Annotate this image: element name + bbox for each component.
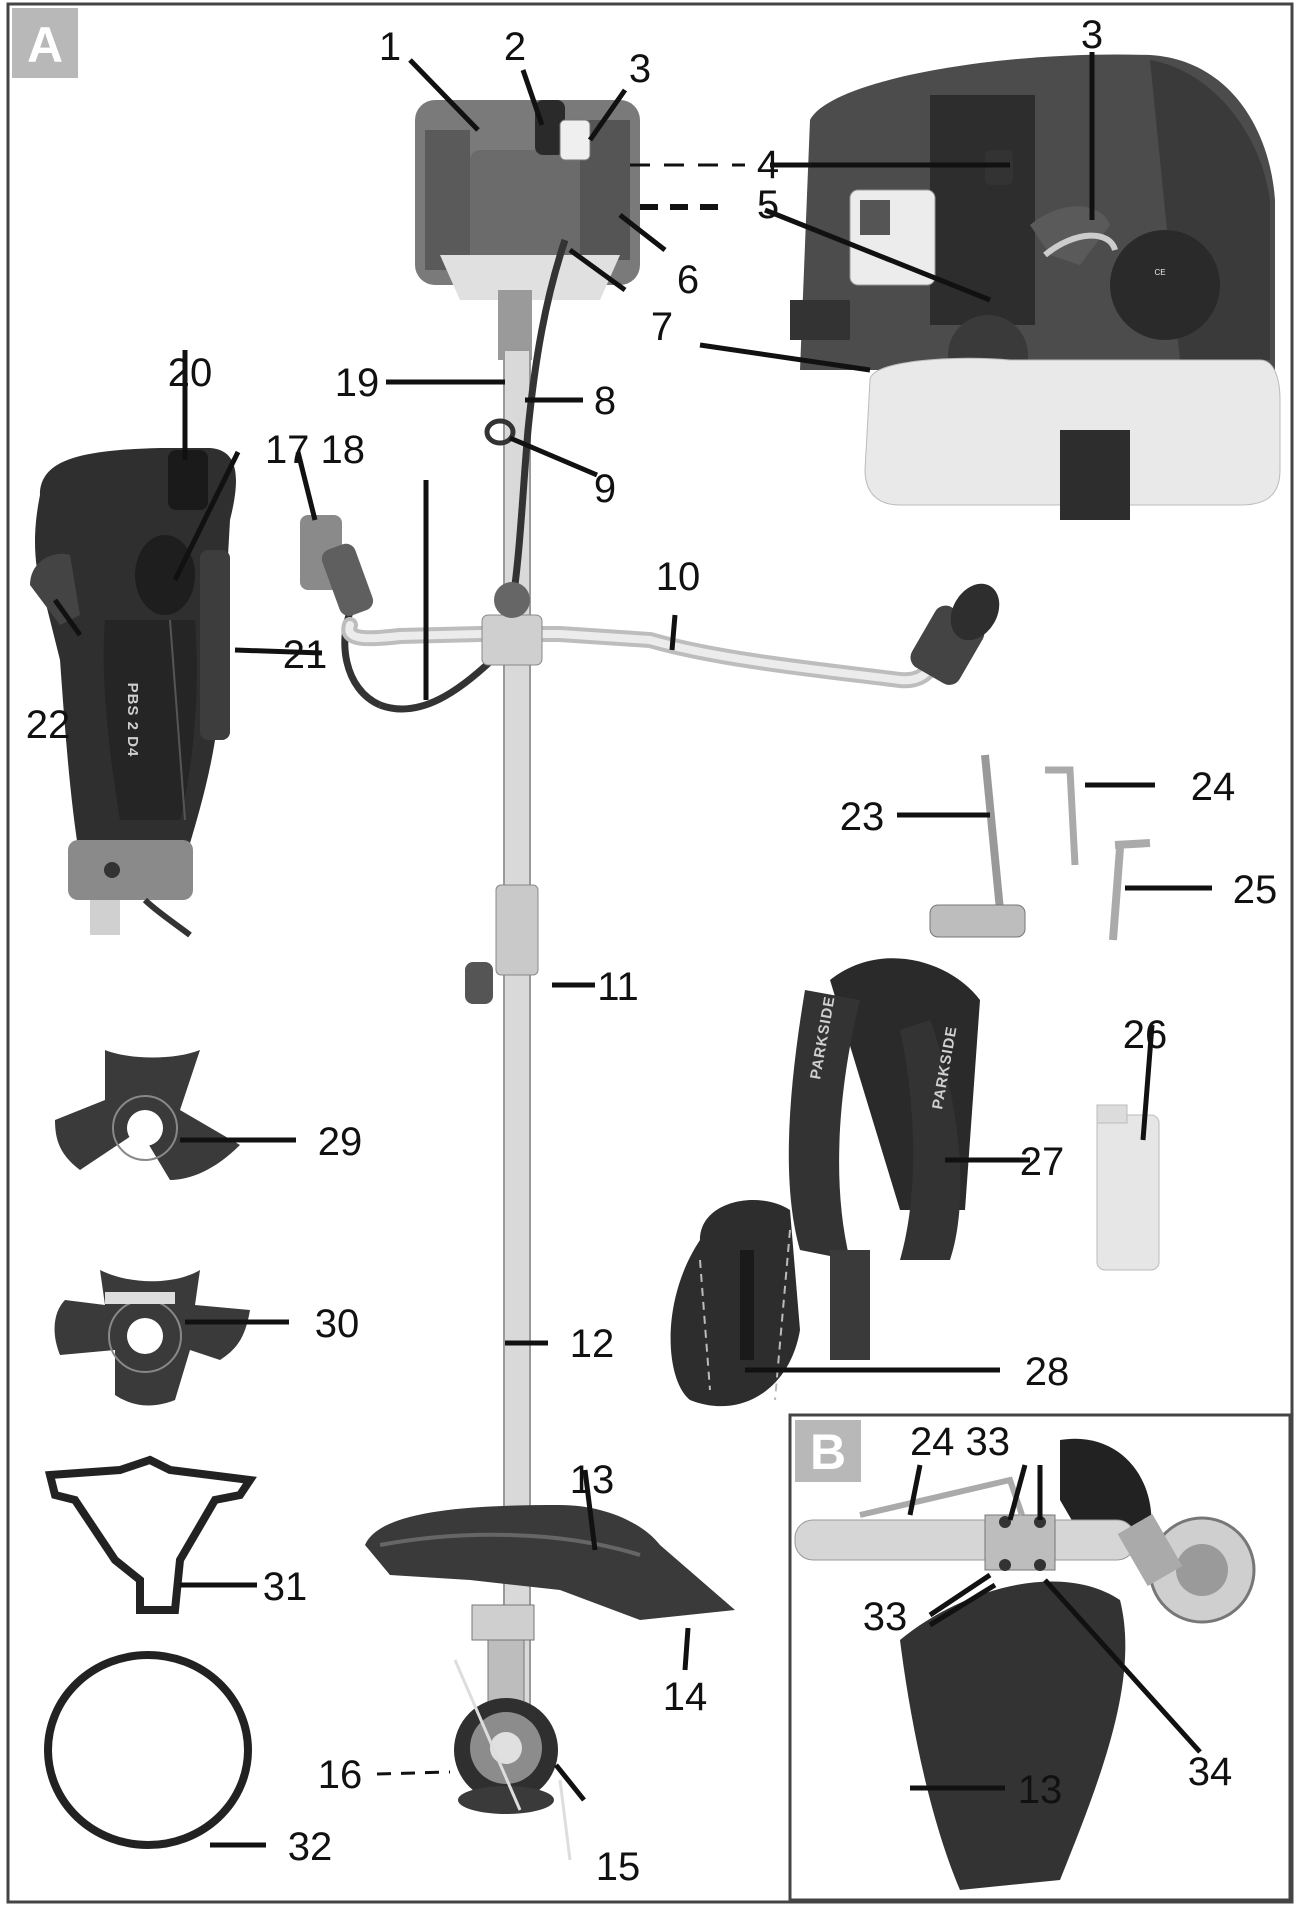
callout-b-34: 34: [1188, 1750, 1233, 1794]
callout-8: 8: [594, 379, 616, 423]
callout-b-13: 13: [1018, 1768, 1063, 1812]
callout-14: 14: [663, 1675, 708, 1719]
handle-cable: [380, 660, 492, 709]
panel-a-label: A: [27, 17, 63, 73]
shoulder-harness: PARKSIDE PARKSIDE: [671, 958, 980, 1406]
trimmer-head: [454, 1640, 570, 1860]
blade-4-tooth: [55, 1270, 250, 1405]
mounting-ring: [48, 1655, 248, 1845]
callout-b-33: 33: [863, 1595, 908, 1639]
callout-9: 9: [594, 467, 616, 511]
panel-a-badge: A: [12, 8, 78, 78]
panel-b-shaft: [795, 1520, 1135, 1560]
callout-10: 10: [656, 555, 701, 599]
callout-b-24-33: 24 33: [910, 1420, 1010, 1464]
panel-b-badge: B: [795, 1420, 861, 1482]
callout-23: 23: [840, 795, 885, 839]
callout-12: 12: [570, 1322, 615, 1366]
oil-mixing-bottle: [1097, 1105, 1159, 1270]
callout-6: 6: [677, 258, 699, 302]
callout-28: 28: [1025, 1350, 1070, 1394]
throttle-trigger: [200, 550, 230, 740]
callout-3-closeup: 3: [1081, 13, 1103, 57]
protective-guard: [365, 1505, 735, 1640]
callout-19: 19: [335, 361, 380, 405]
callout-11: 11: [597, 965, 639, 1009]
callout-4: 4: [757, 143, 779, 187]
blade-3-tooth: [55, 1050, 240, 1180]
callout-16: 16: [318, 1753, 363, 1797]
callout-2: 2: [504, 25, 526, 69]
hip-pad: [671, 1200, 800, 1406]
spark-plug-wrench-bar: [985, 755, 1000, 910]
callout-26: 26: [1123, 1013, 1168, 1057]
callout-13: 13: [570, 1458, 615, 1502]
svg-text:CE: CE: [1154, 268, 1165, 277]
callout-17-18: 17 18: [265, 428, 365, 472]
callout-27: 27: [1020, 1140, 1065, 1184]
engine-closeup: CE: [790, 54, 1280, 520]
callout-15: 15: [596, 1845, 641, 1889]
throttle-lock: [135, 535, 195, 615]
callout-25: 25: [1233, 868, 1278, 912]
callout-31: 31: [263, 1565, 308, 1609]
callout-1: 1: [379, 25, 401, 69]
callout-29: 29: [318, 1120, 363, 1164]
callout-7: 7: [651, 305, 673, 349]
spark-plug-wrench: [930, 905, 1025, 937]
stop-switch: [168, 450, 208, 510]
callout-32: 32: [288, 1825, 333, 1869]
callout-24: 24: [1191, 765, 1236, 809]
callout-20: 20: [168, 351, 213, 395]
panel-b-label: B: [810, 1424, 846, 1480]
hex-key-large: [1113, 843, 1150, 940]
bike-handlebar: [300, 515, 1009, 689]
engine-housing: [415, 100, 640, 300]
callout-21: 21: [283, 633, 328, 677]
hex-key-small: [1045, 770, 1075, 865]
handle-model-label: PBS 2 D4: [124, 683, 141, 758]
callout-22: 22: [26, 703, 71, 747]
callout-30: 30: [315, 1302, 360, 1346]
callout-5: 5: [757, 183, 779, 227]
callout-3-main: 3: [629, 47, 651, 91]
